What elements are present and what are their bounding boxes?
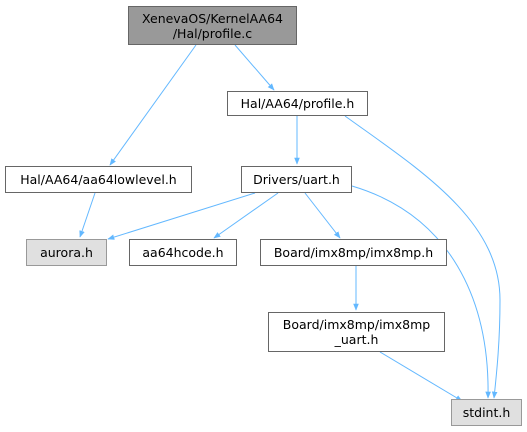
node-aa64hcode-h[interactable]: aa64hcode.h	[129, 239, 237, 266]
edge-profile-h-to-stdint	[344, 115, 501, 399]
edge-root-to-lowlevel	[109, 44, 197, 166]
edge-lowlevel-to-aurora	[79, 192, 96, 238]
node-stdint-h: stdint.h	[451, 399, 522, 426]
node-aa64hcode-h-label: aa64hcode.h	[142, 245, 224, 260]
node-profile-h[interactable]: Hal/AA64/profile.h	[227, 91, 368, 116]
node-imx8mp-uart-h-line-1: Board/imx8mp/imx8mp	[282, 317, 431, 332]
node-aurora-h-label: aurora.h	[40, 245, 93, 260]
node-aa64lowlevel-h[interactable]: Hal/AA64/aa64lowlevel.h	[5, 166, 192, 193]
node-imx8mp-h[interactable]: Board/imx8mp/imx8mp.h	[260, 239, 447, 266]
node-uart-h[interactable]: Drivers/uart.h	[241, 166, 352, 193]
edge-uart-to-hcode	[213, 192, 279, 239]
edge-uart-to-stdint	[351, 185, 491, 399]
node-profile-c-line-1: XenevaOS/KernelAA64	[142, 10, 283, 26]
node-profile-c: XenevaOS/KernelAA64 /Hal/profile.c	[128, 6, 297, 45]
node-imx8mp-uart-h[interactable]: Board/imx8mp/imx8mp _uart.h	[268, 312, 445, 352]
node-profile-h-label: Hal/AA64/profile.h	[240, 96, 355, 111]
node-aurora-h: aurora.h	[26, 239, 107, 266]
edge-imxuart-to-stdint	[379, 351, 463, 402]
node-imx8mp-h-label: Board/imx8mp/imx8mp.h	[273, 245, 434, 260]
edge-uart-to-aurora	[107, 192, 256, 240]
node-uart-h-label: Drivers/uart.h	[253, 172, 340, 187]
edge-root-to-profile-h	[234, 44, 275, 91]
node-aa64lowlevel-h-label: Hal/AA64/aa64lowlevel.h	[20, 172, 177, 187]
edge-uart-to-imx8mp	[304, 192, 341, 239]
node-stdint-h-label: stdint.h	[462, 405, 511, 420]
node-profile-c-line-2: /Hal/profile.c	[172, 25, 253, 41]
node-imx8mp-uart-h-line-2: _uart.h	[334, 332, 379, 347]
